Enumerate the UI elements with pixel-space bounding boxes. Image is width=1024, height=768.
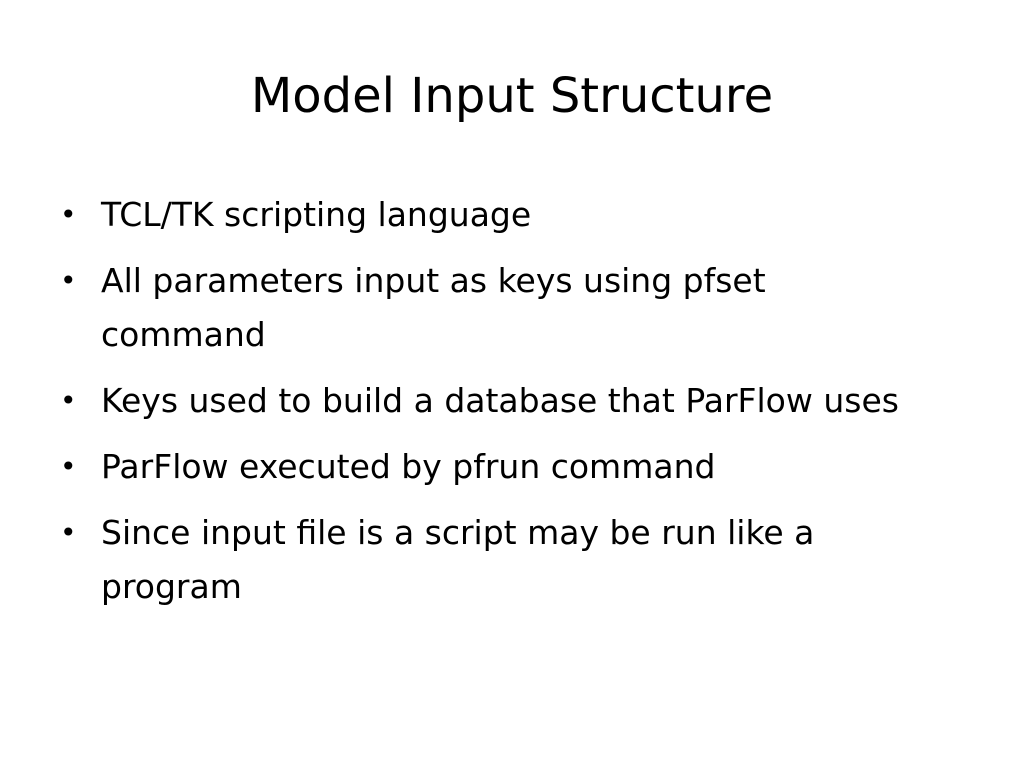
bullet-icon: • [60, 516, 77, 549]
bullet-icon: • [60, 264, 77, 297]
bullet-text: TCL/TK scripting language [101, 195, 532, 234]
bullet-text: Since input file is a script may be run … [101, 513, 815, 606]
bullet-text: ParFlow executed by pfrun command [101, 447, 716, 486]
bullet-icon: • [60, 450, 77, 483]
bullet-text: Keys used to build a database that ParFl… [101, 381, 899, 420]
bullet-item: • All parameters input as keys using pfs… [60, 254, 940, 362]
bullet-item: • Since input file is a script may be ru… [60, 506, 940, 614]
bullet-text: All parameters input as keys using pfset… [101, 261, 766, 354]
bullet-list: • TCL/TK scripting language • All parame… [60, 188, 940, 626]
bullet-icon: • [60, 384, 77, 417]
bullet-icon: • [60, 198, 77, 231]
bullet-item: • TCL/TK scripting language [60, 188, 940, 242]
slide-title: Model Input Structure [250, 68, 774, 124]
bullet-item: • Keys used to build a database that Par… [60, 374, 940, 428]
bullet-item: • ParFlow executed by pfrun command [60, 440, 940, 494]
